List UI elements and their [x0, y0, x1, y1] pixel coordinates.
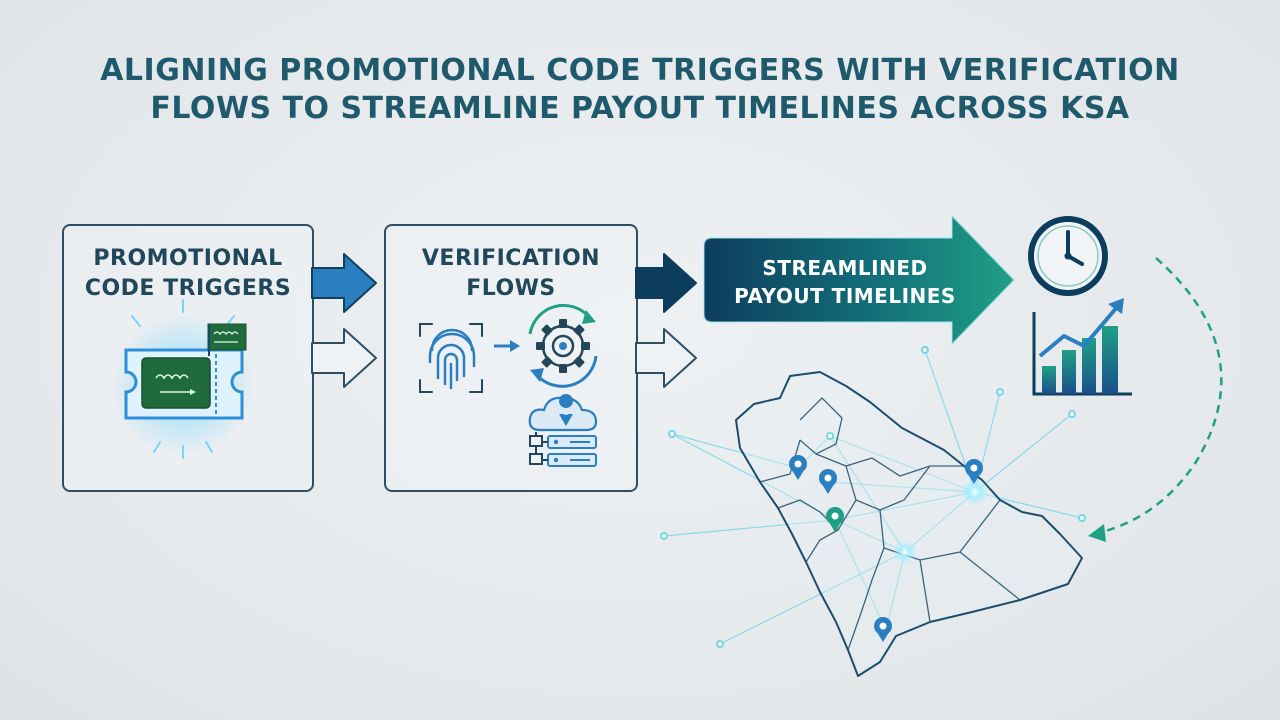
- payout-step-label: STREAMLINED PAYOUT TIMELINES: [734, 256, 956, 308]
- verify-step-label: VERIFICATION FLOWS: [421, 246, 601, 301]
- location-pin-icon: [789, 455, 807, 480]
- arrow-verify-to-payout-outline: [635, 328, 697, 388]
- arrow-promo-to-verify-outline: [311, 328, 377, 388]
- promo-step-label: PROMOTIONAL CODE TRIGGERS: [84, 246, 292, 301]
- saudi-flag-icon: [207, 323, 247, 356]
- location-pin-icon: [826, 507, 844, 532]
- bar-chart-growth-icon: [1032, 298, 1132, 396]
- promo-step-box: PROMOTIONAL CODE TRIGGERS: [62, 224, 314, 492]
- return-dashed-arrow: [1088, 257, 1223, 542]
- title-line-1: ALIGNING PROMOTIONAL CODE TRIGGERS WITH …: [100, 53, 1180, 88]
- fingerprint-icon: [419, 323, 483, 393]
- title-line-2: FLOWS TO STREAMLINE PAYOUT TIMELINES ACR…: [150, 91, 1130, 126]
- arrow-verify-to-payout-filled: [635, 253, 697, 313]
- location-pin-icon: [965, 459, 983, 484]
- ksa-map-network: [660, 346, 1086, 677]
- location-pin-icon: [819, 469, 837, 494]
- gear-sync-icon: [528, 303, 598, 388]
- cloud-server-icon: [528, 394, 598, 467]
- fingerprint-to-gear-arrow: [494, 340, 520, 352]
- clock-icon: [1028, 216, 1108, 296]
- page-title: ALIGNING PROMOTIONAL CODE TRIGGERS WITH …: [0, 52, 1280, 128]
- location-pin-icon: [874, 617, 892, 642]
- payout-arrow: [703, 214, 1016, 346]
- arrow-promo-to-verify-filled: [311, 253, 377, 313]
